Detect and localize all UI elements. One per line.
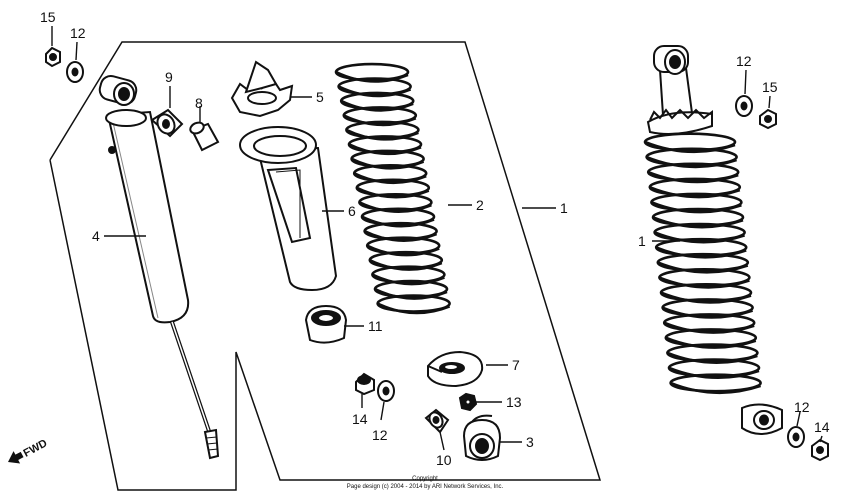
part-12-washer-right-top: [735, 95, 753, 117]
spring-coil-front: [644, 140, 736, 154]
spring-coil-front: [665, 336, 757, 349]
spring-coil-front: [369, 258, 443, 271]
spring-coil-front: [660, 291, 752, 304]
spring-coil-front: [345, 128, 419, 141]
callout-14-middle: 14: [352, 411, 368, 427]
leader-lines: [51, 26, 823, 451]
spring-coil-front: [353, 172, 427, 185]
callout-labels: 15 12 9 8 5 6 2 1 4 11 7 13 3 10 14 12 1…: [40, 9, 830, 468]
spring-coil-front: [377, 302, 451, 315]
spring-coil-front: [646, 155, 738, 169]
spring-coil-front: [364, 230, 438, 242]
callout-2: 2: [476, 197, 484, 213]
spring-coil-front: [358, 201, 432, 214]
fwd-arrow: FWD: [8, 437, 50, 464]
callout-1-left: 1: [560, 200, 568, 216]
spring-coil-front: [666, 351, 758, 364]
part-5-spring-seat: [230, 60, 294, 118]
spring-coil-front: [351, 157, 425, 170]
assembly-outline: [49, 41, 602, 491]
part-2-spring: [334, 62, 451, 315]
spring-coil-front: [371, 273, 445, 286]
spring-coil-front: [663, 321, 755, 334]
callout-9: 9: [165, 69, 173, 85]
callout-12-topleft: 12: [70, 25, 86, 41]
fwd-label: FWD: [22, 437, 50, 459]
callout-14-right: 14: [814, 419, 830, 435]
spring-coil-front: [340, 99, 414, 112]
copyright-line-2: Page design (c) 2004 - 2014 by ARI Netwo…: [347, 484, 504, 490]
part-14-nut-right: [811, 438, 829, 462]
spring-coil-front: [662, 306, 754, 319]
callout-5: 5: [316, 89, 324, 105]
callout-6: 6: [348, 203, 356, 219]
spring-coil-front: [658, 276, 750, 289]
spring-coil-front: [670, 381, 762, 395]
callout-8: 8: [195, 95, 203, 111]
part-4-shock-body: [98, 74, 220, 460]
part-6-spring-guide: [239, 126, 338, 292]
callout-7: 7: [512, 357, 520, 373]
callout-15-right: 15: [762, 79, 778, 95]
part-11-bump-stop: [304, 304, 348, 344]
spring-coil-front: [650, 201, 742, 214]
assembled-spring: [643, 132, 762, 395]
copyright-line-1: Copyright: [412, 476, 438, 482]
callout-15-topleft: 15: [40, 9, 56, 25]
spring-coil-front: [356, 186, 430, 199]
part-12-washer-right-bottom: [787, 426, 805, 448]
spring-coil-front: [343, 114, 417, 127]
callout-13: 13: [506, 394, 522, 410]
spring-coil-front: [374, 287, 448, 300]
spring-coil-front: [657, 261, 749, 274]
spring-coil-front: [649, 185, 741, 199]
callout-12-middle: 12: [372, 427, 388, 443]
part-8-bushing: [189, 121, 220, 152]
spring-coil-front: [647, 170, 739, 184]
spring-coil-front: [335, 70, 409, 83]
spring-coil-front: [348, 143, 422, 156]
callout-4: 4: [92, 228, 100, 244]
part-12-washer-topleft: [66, 61, 84, 83]
part-7-stopper-ring: [427, 350, 484, 388]
spring-coil-front: [361, 215, 435, 228]
spring-coil-front: [655, 246, 747, 259]
spring-coil-front: [654, 231, 746, 244]
part-9-collar: [150, 108, 184, 138]
assembled-shock-absorber: [646, 45, 783, 435]
part-15-nut-topleft: [45, 46, 61, 68]
callout-12-right-bottom: 12: [794, 399, 810, 415]
part-3-lower-eye: [462, 414, 502, 461]
part-14-nut-middle: [355, 372, 375, 396]
callout-1-right: 1: [638, 233, 646, 249]
spring-coil-front: [652, 216, 744, 229]
callout-11: 11: [368, 318, 383, 334]
spring-coil-front: [338, 85, 412, 98]
callout-3: 3: [526, 434, 534, 450]
spring-coil-front: [366, 244, 440, 257]
part-12-washer-middle: [377, 380, 395, 402]
spring-coil-front: [668, 366, 760, 379]
callout-10: 10: [436, 452, 452, 468]
part-10-collar: [424, 408, 450, 434]
callout-12-right-top: 12: [736, 53, 752, 69]
part-15-nut-right: [759, 108, 777, 130]
part-13-nut: [458, 392, 478, 412]
